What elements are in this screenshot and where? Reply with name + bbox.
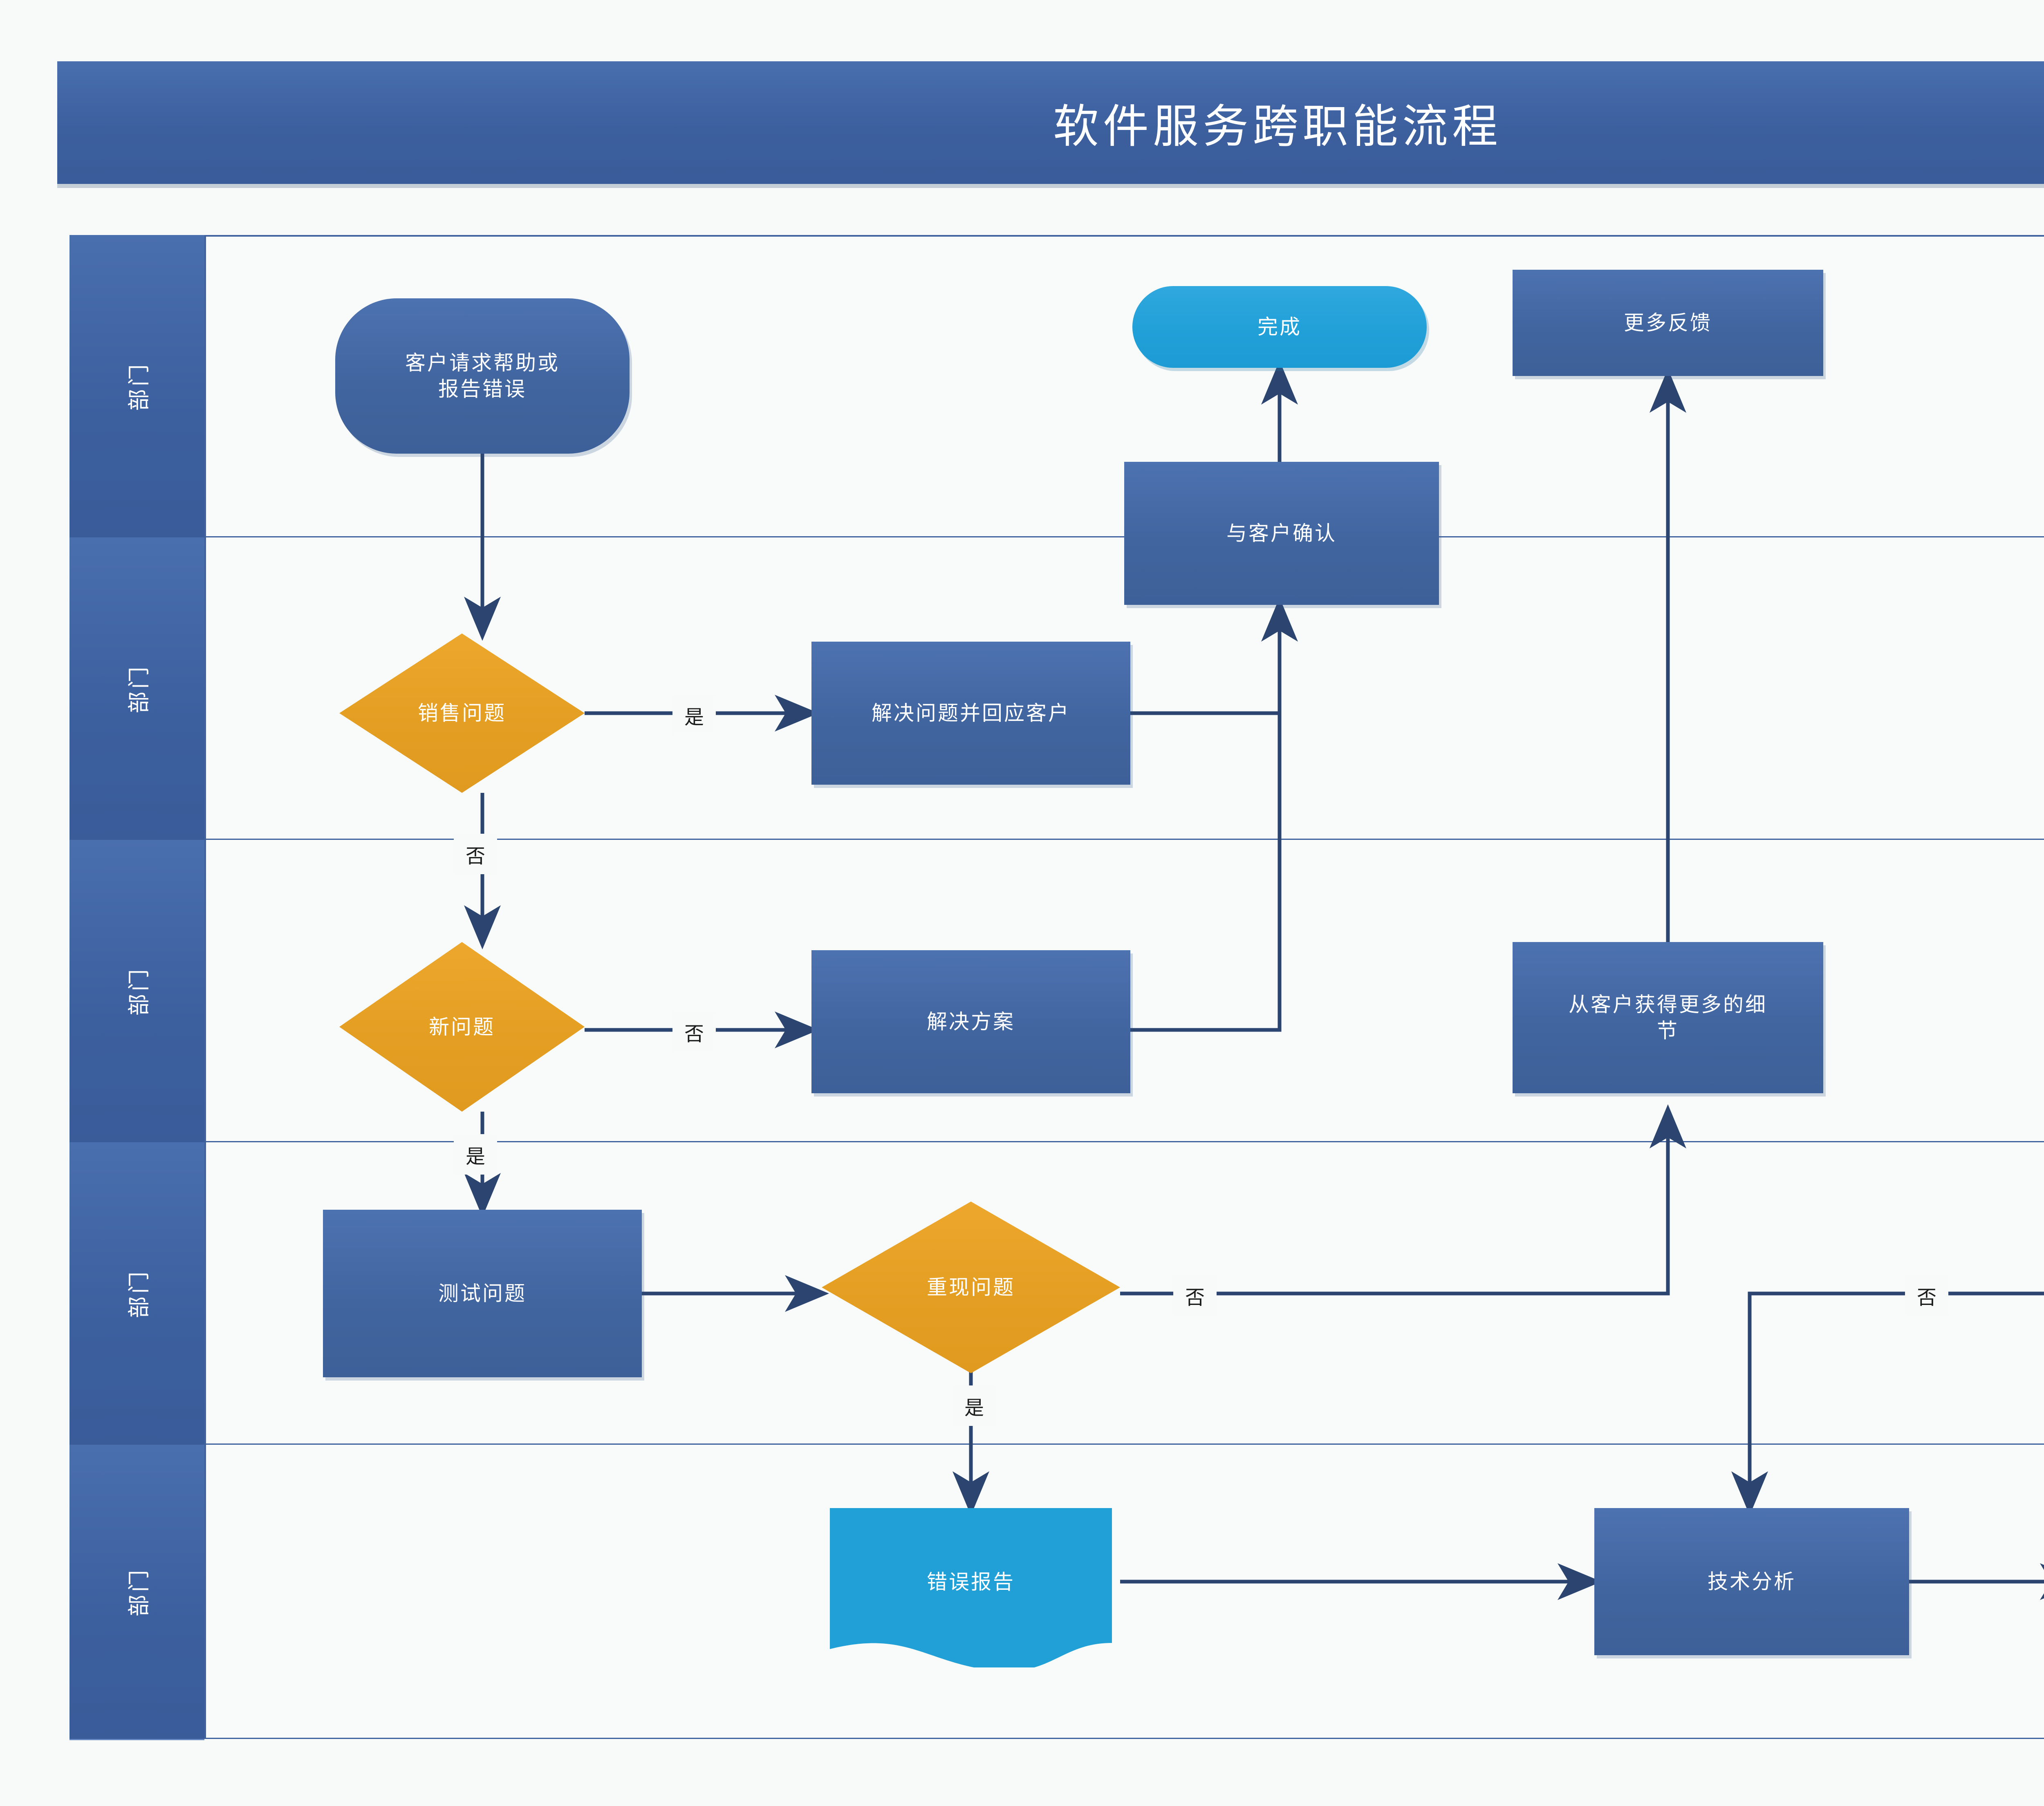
node-label: 从客户获得更多的细 节 — [1569, 993, 1767, 1042]
edge-label-resolved-no: 否 — [1905, 1275, 1948, 1316]
node-done-middle[interactable]: 完成 — [1132, 286, 1427, 368]
edge-label-new-no: 否 — [672, 1012, 716, 1052]
diagram-title-bar: 软件服务跨职能流程 — [57, 61, 2044, 184]
node-label: 解决方案 — [927, 1010, 1015, 1033]
lane-label-3: 部门 — [127, 967, 152, 1016]
lane-header-3: 部门 — [69, 840, 204, 1144]
node-bug-report[interactable]: 错误报告 — [830, 1508, 1112, 1667]
node-get-more-details[interactable]: 从客户获得更多的细 节 — [1513, 942, 1823, 1093]
node-label: 客户请求帮助或 报告错误 — [405, 351, 560, 401]
edge-label-reproduce-no: 否 — [1173, 1275, 1217, 1316]
lane-header-5: 部门 — [69, 1445, 204, 1740]
edge-label-sales-no: 否 — [454, 834, 497, 874]
lane-label-2: 部门 — [127, 664, 152, 713]
node-technical-analysis[interactable]: 技术分析 — [1594, 1508, 1909, 1655]
lane-header-2: 部门 — [69, 537, 204, 841]
edge-label-new-yes: 是 — [454, 1134, 497, 1175]
node-label: 技术分析 — [1708, 1570, 1796, 1593]
edge-label-sales-yes: 是 — [672, 695, 716, 735]
node-label: 与客户确认 — [1226, 522, 1337, 545]
node-confirm-customer-middle[interactable]: 与客户确认 — [1124, 462, 1439, 605]
node-label: 测试问题 — [438, 1282, 527, 1305]
lane-header-1: 部门 — [69, 235, 204, 539]
node-label: 更多反馈 — [1624, 311, 1712, 334]
node-more-feedback[interactable]: 更多反馈 — [1513, 270, 1823, 376]
edge-label-reproduce-yes: 是 — [953, 1385, 996, 1426]
lane-label-1: 部门 — [127, 362, 152, 411]
node-label: 重现问题 — [927, 1276, 1015, 1299]
node-label: 解决问题并回应客户 — [872, 702, 1070, 725]
node-resolve-and-reply[interactable]: 解决问题并回应客户 — [811, 642, 1130, 785]
lane-header-4: 部门 — [69, 1142, 204, 1446]
node-test-issue[interactable]: 测试问题 — [323, 1210, 642, 1377]
node-label: 销售问题 — [418, 702, 506, 725]
node-sales-issue[interactable]: 销售问题 — [339, 633, 585, 793]
lane-label-5: 部门 — [127, 1567, 152, 1616]
lane-label-4: 部门 — [127, 1269, 152, 1318]
page-title: 软件服务跨职能流程 — [1053, 102, 1502, 152]
node-label: 错误报告 — [927, 1571, 1015, 1593]
node-label: 完成 — [1257, 316, 1302, 338]
node-label: 新问题 — [429, 1015, 495, 1038]
node-solution-middle[interactable]: 解决方案 — [811, 950, 1130, 1093]
node-new-issue[interactable]: 新问题 — [339, 942, 585, 1112]
node-reproduce-issue[interactable]: 重现问题 — [822, 1202, 1120, 1373]
document-shape — [830, 1508, 1112, 1667]
node-start[interactable]: 客户请求帮助或 报告错误 — [335, 298, 630, 454]
